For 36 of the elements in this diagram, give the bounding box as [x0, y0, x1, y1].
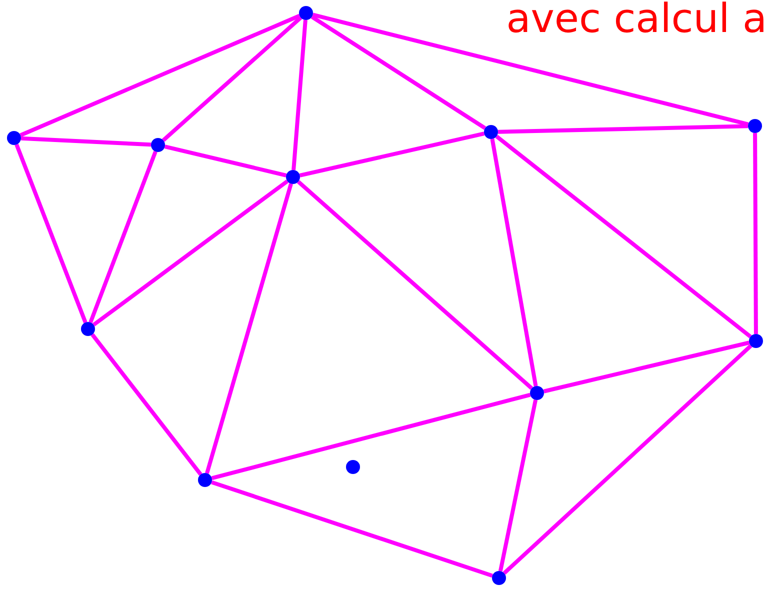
point-dot	[198, 473, 212, 487]
point-dot	[484, 125, 498, 139]
edge-line	[296, 180, 534, 390]
point-dot	[81, 322, 95, 336]
edge-line	[498, 399, 538, 572]
edge-line	[299, 132, 485, 178]
edge-line	[292, 20, 308, 170]
edge-line	[502, 344, 752, 575]
point-dot	[7, 131, 21, 145]
point-dot	[492, 571, 506, 585]
point-dot	[749, 334, 763, 348]
edge-line	[20, 14, 300, 138]
edge-line	[312, 12, 749, 126]
point-dot	[346, 460, 360, 474]
edge-line	[164, 144, 287, 178]
edge-line	[753, 133, 758, 334]
edge-line	[88, 150, 158, 324]
edge-line	[211, 480, 493, 578]
heading-text: avec calcul a	[506, 0, 767, 42]
edge-line	[20, 136, 152, 147]
point-dot	[530, 386, 544, 400]
edge-line	[14, 144, 88, 324]
point-dot	[286, 170, 300, 184]
edge-line	[495, 134, 752, 338]
edge-line	[92, 180, 289, 326]
edge-line	[211, 392, 531, 480]
point-dot	[748, 119, 762, 133]
edge-line	[90, 333, 202, 476]
edge-line	[543, 340, 750, 394]
point-dot	[299, 6, 313, 20]
edge-line	[310, 15, 486, 130]
edge-line	[205, 183, 293, 474]
edge-line	[162, 16, 302, 142]
edge-line	[490, 138, 538, 386]
edge-line	[498, 124, 748, 134]
point-dot	[151, 138, 165, 152]
